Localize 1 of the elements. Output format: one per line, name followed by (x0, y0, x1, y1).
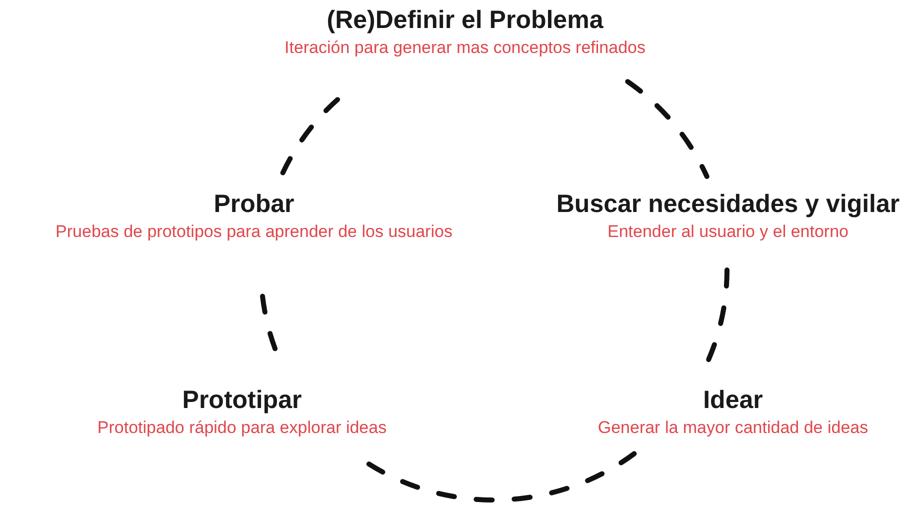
dashed-arc (625, 79, 710, 179)
